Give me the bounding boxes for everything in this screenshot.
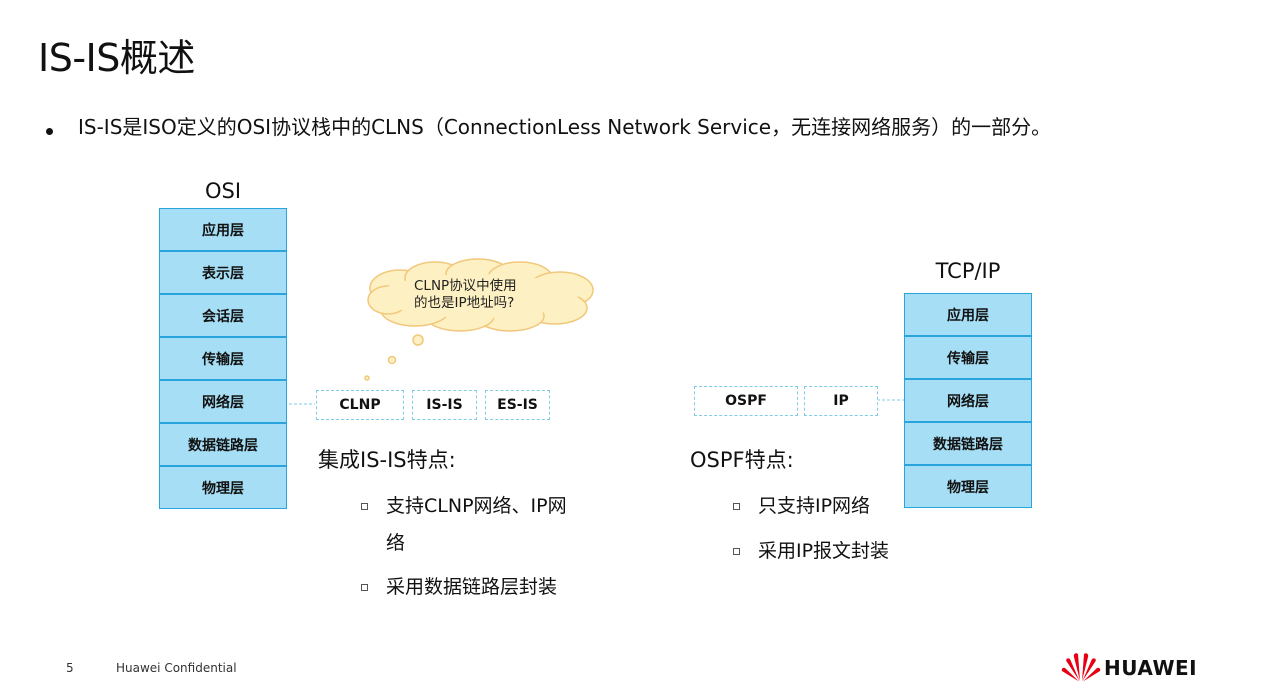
osi-layer-transport: 传输层 <box>159 337 287 380</box>
ospf-feature-bullet-2 <box>733 548 740 555</box>
tcpip-layer-network: 网络层 <box>904 379 1032 422</box>
tcpip-layer-datalink: 数据链路层 <box>904 422 1032 465</box>
isis-feature-bullet-1 <box>361 503 368 510</box>
bullet-text: IS-IS是ISO定义的OSI协议栈中的CLNS（ConnectionLess … <box>78 115 1052 139</box>
osi-layer-network: 网络层 <box>159 380 287 423</box>
thought-bubble-text: CLNP协议中使用 的也是IP地址吗? <box>414 278 564 312</box>
isis-features-title: 集成IS-IS特点: <box>318 448 456 472</box>
isis-feature-bullet-2 <box>361 584 368 591</box>
tcpip-layer-application: 应用层 <box>904 293 1032 336</box>
slide-title: IS-IS概述 <box>38 36 195 80</box>
thought-bubble-cloud <box>364 258 594 381</box>
huawei-logo-icon <box>1061 653 1101 682</box>
protocol-clnp: CLNP <box>316 390 404 420</box>
tcpip-stack: 应用层 传输层 网络层 数据链路层 物理层 <box>904 293 1034 511</box>
huawei-brand-text: HUAWEI <box>1104 656 1198 680</box>
protocol-isis: IS-IS <box>412 390 477 420</box>
osi-title: OSI <box>204 179 242 203</box>
osi-layer-session: 会话层 <box>159 294 287 337</box>
osi-layer-physical: 物理层 <box>159 466 287 509</box>
osi-layer-datalink: 数据链路层 <box>159 423 287 466</box>
bullet-dot <box>46 128 53 135</box>
tcpip-layer-transport: 传输层 <box>904 336 1032 379</box>
osi-layer-application: 应用层 <box>159 208 287 251</box>
thought-bubble-line-2: 的也是IP地址吗? <box>414 295 515 311</box>
tcpip-layer-physical: 物理层 <box>904 465 1032 508</box>
confidential-label: Huawei Confidential <box>116 661 237 675</box>
ospf-features-title: OSPF特点: <box>690 448 794 472</box>
isis-feature-1-cont: 络 <box>386 532 406 554</box>
ospf-feature-1: 只支持IP网络 <box>758 495 871 517</box>
osi-stack: 应用层 表示层 会话层 传输层 网络层 数据链路层 物理层 <box>159 208 289 512</box>
ospf-feature-bullet-1 <box>733 503 740 510</box>
protocol-ospf: OSPF <box>694 386 798 416</box>
osi-layer-presentation: 表示层 <box>159 251 287 294</box>
isis-feature-2: 采用数据链路层封装 <box>386 576 558 598</box>
isis-feature-1: 支持CLNP网络、IP网 <box>386 495 567 517</box>
protocol-esis: ES-IS <box>485 390 550 420</box>
ospf-feature-2: 采用IP报文封装 <box>758 540 890 562</box>
tcpip-title: TCP/IP <box>935 259 1001 283</box>
protocol-ip: IP <box>804 386 878 416</box>
page-number: 5 <box>66 661 74 675</box>
thought-bubble-line-1: CLNP协议中使用 <box>414 278 517 294</box>
